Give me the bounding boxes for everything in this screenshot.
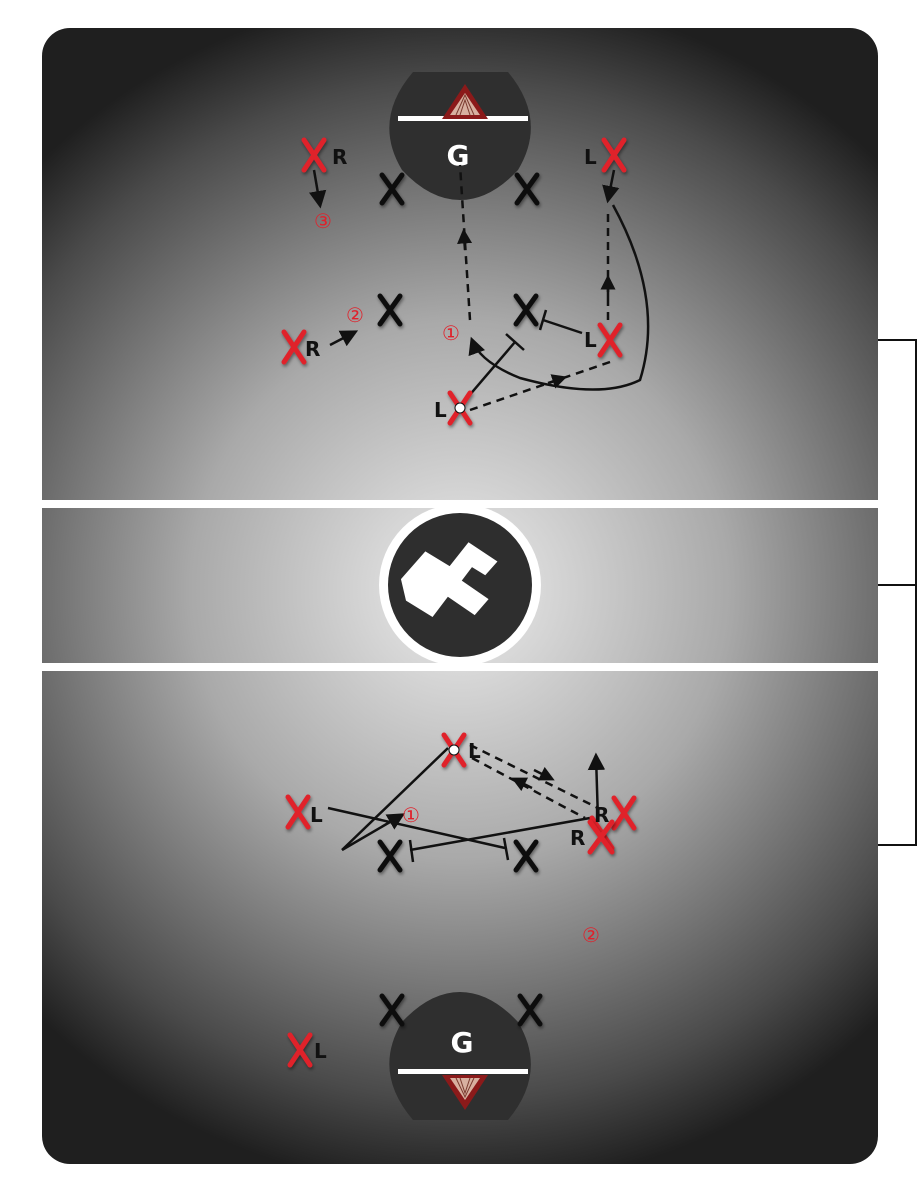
hand-label: L (434, 398, 447, 422)
hand-label: R (594, 803, 609, 827)
defender-marker (514, 172, 540, 206)
attacker-marker (287, 1032, 313, 1068)
defender-marker (513, 293, 539, 327)
midfield-line-bottom (42, 663, 878, 671)
defender-marker (377, 293, 403, 327)
attacker-marker (611, 795, 637, 831)
top-crease: G (389, 72, 531, 200)
attacker-marker (587, 819, 615, 855)
defender-marker (377, 839, 403, 873)
step-number: ③ (314, 209, 332, 233)
side-bracket (878, 339, 917, 846)
goalie-label: G (451, 1026, 474, 1059)
ball-icon (448, 744, 460, 756)
hand-label: R (332, 145, 347, 169)
step-number: ② (582, 923, 600, 947)
hand-label: L (314, 1039, 327, 1063)
hand-label: R (570, 826, 585, 850)
attacker-marker (285, 794, 311, 830)
bottom-crease: G (389, 992, 531, 1120)
defenders (377, 172, 543, 1027)
attackers (281, 137, 637, 1068)
defender-marker (379, 993, 405, 1027)
defender-marker (517, 993, 543, 1027)
top-movement-lines (309, 164, 650, 412)
defender-marker (379, 172, 405, 206)
lf-logo-icon (379, 504, 541, 666)
hand-label: L (310, 803, 323, 827)
hand-label: L (584, 328, 597, 352)
attacker-marker (597, 322, 623, 358)
hand-label: R (305, 337, 320, 361)
defender-marker (513, 839, 539, 873)
step-number: ① (402, 803, 420, 827)
bottom-movement-lines (327, 743, 606, 863)
ball-icon (454, 402, 466, 414)
attacker-marker (601, 137, 627, 173)
step-number: ① (442, 321, 460, 345)
attacker-marker (281, 329, 307, 365)
goalie-label: G (447, 139, 470, 172)
hand-label: L (584, 145, 597, 169)
hand-label: L (468, 739, 481, 763)
step-number: ② (346, 303, 364, 327)
attacker-marker (301, 137, 327, 173)
